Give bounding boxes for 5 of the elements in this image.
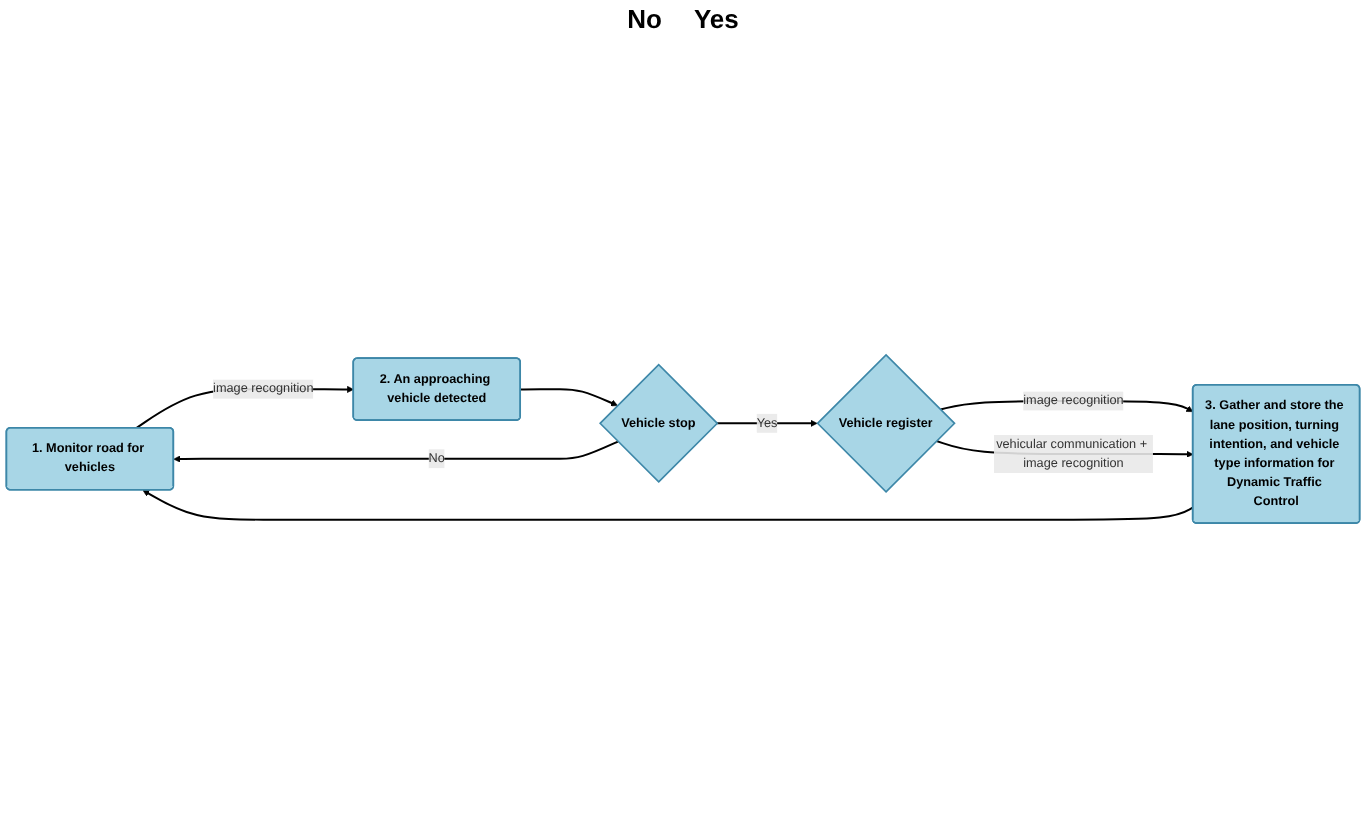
arrow — [519, 388, 618, 407]
note-text: No — [627, 4, 662, 34]
arrow — [173, 440, 619, 463]
arrow — [142, 489, 1195, 521]
note-text: Yes — [693, 4, 739, 34]
